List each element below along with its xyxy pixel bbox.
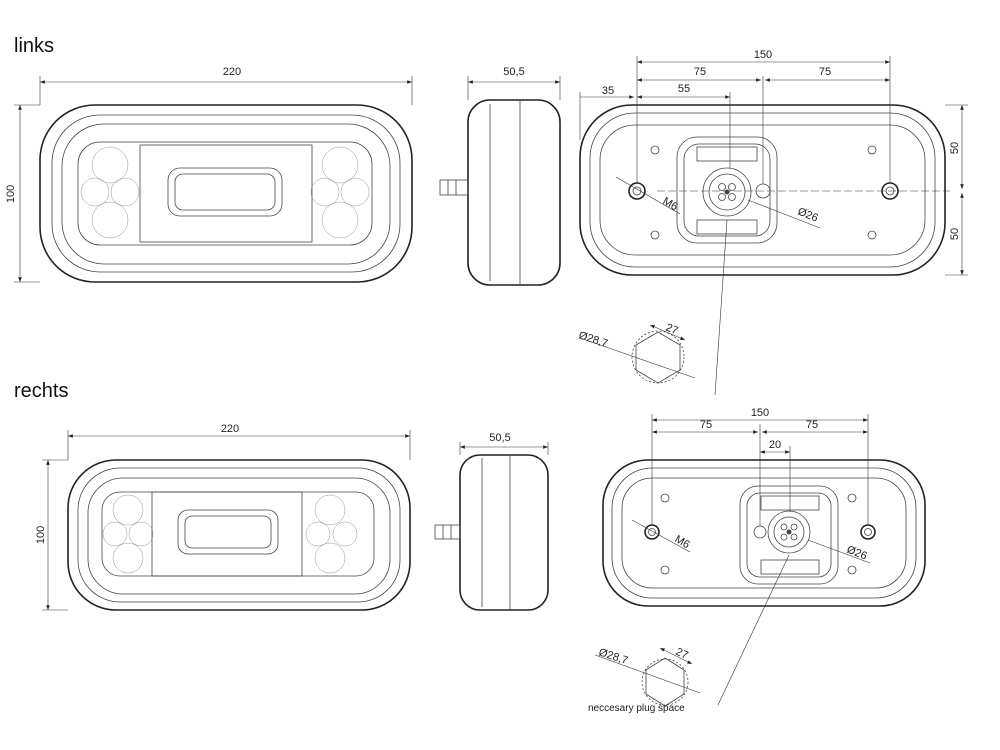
dimension-width-left: 220 — [39, 66, 413, 105]
dimension-label: 100 — [5, 185, 17, 203]
front-view-left — [39, 104, 413, 283]
rear-dimensions-left: 150 75 75 55 35 50 50 M6 Ø26 — [579, 49, 968, 396]
dimension-label: M6 — [673, 533, 692, 551]
dimension-label: 150 — [754, 49, 772, 61]
dimension-label: 75 — [700, 419, 712, 431]
bolt-right-2 — [860, 524, 876, 540]
side-view-left — [439, 99, 561, 286]
dimension-label: 55 — [678, 83, 690, 95]
rear-view-left — [579, 104, 950, 276]
connector-left — [702, 167, 752, 217]
dimension-label: 35 — [602, 85, 614, 97]
rear-view-right — [602, 459, 926, 607]
dimension-label: 220 — [221, 423, 239, 435]
plug-space-left: Ø28,7 27 — [577, 322, 696, 384]
dimension-label: 50 — [949, 228, 961, 240]
bolt-left-1 — [628, 182, 646, 200]
dimension-label: 75 — [694, 66, 706, 78]
dimension-label: 50,5 — [503, 66, 524, 78]
dimension-label: 75 — [806, 419, 818, 431]
dimension-label: 27 — [674, 646, 690, 662]
dimension-depth-right: 50,5 — [459, 432, 549, 455]
dimension-label: 75 — [819, 66, 831, 78]
bolt-right-1 — [644, 524, 660, 540]
dimension-height-left: 100 — [5, 104, 40, 283]
dimension-height-right: 100 — [35, 459, 68, 611]
rear-dimensions-right: 150 75 75 20 M6 Ø26 — [631, 407, 871, 706]
connector-right — [767, 510, 811, 554]
dimension-label: 50 — [949, 142, 961, 154]
dimension-label: 220 — [223, 66, 241, 78]
dimension-label: Ø26 — [845, 544, 869, 563]
section-title-rechts: rechts — [14, 380, 68, 402]
dimension-label: 150 — [751, 407, 769, 419]
dimension-depth-left: 50,5 — [467, 66, 561, 100]
dimension-label: 27 — [664, 322, 680, 338]
front-view-right — [67, 459, 411, 611]
dimension-label: 100 — [35, 526, 47, 544]
side-view-right — [434, 454, 549, 611]
dimension-label: 50,5 — [489, 432, 510, 444]
dimension-label: Ø26 — [796, 206, 820, 225]
dimension-width-right: 220 — [67, 423, 411, 460]
dimension-label: 20 — [769, 439, 781, 451]
dimension-label: Ø28,7 — [577, 329, 609, 350]
plug-space-right: Ø28,7 27 neccesary plug space — [588, 646, 701, 714]
section-title-links: links — [14, 35, 54, 57]
dimension-label: Ø28,7 — [597, 646, 629, 667]
plug-space-note: neccesary plug space — [588, 703, 685, 714]
